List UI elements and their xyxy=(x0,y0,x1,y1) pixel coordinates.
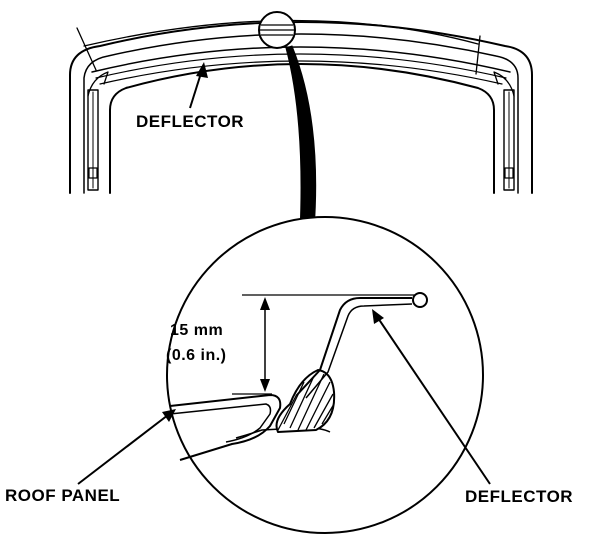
right-corner-detail xyxy=(493,71,515,97)
right-rail-clip xyxy=(504,167,514,179)
deflector-label-bottom: DEFLECTOR xyxy=(465,487,574,506)
roof-outer-outline xyxy=(69,21,533,194)
deflector-lip xyxy=(412,292,428,308)
dim-arrow-top xyxy=(260,297,270,310)
dimension-mm-label: 15 mm xyxy=(170,322,224,339)
opening-inner-edge xyxy=(109,63,495,194)
roof-inner-outline xyxy=(83,33,519,194)
deflector-arm-inner xyxy=(305,303,413,399)
roof-panel-arrow xyxy=(77,409,176,485)
deflector-line-3 xyxy=(99,60,503,85)
left-rail-clip xyxy=(88,167,98,179)
detail-leader xyxy=(285,45,317,233)
deflector-top-arrow xyxy=(189,62,208,109)
deflector-bottom-arrow xyxy=(372,309,491,485)
roof-panel-profile xyxy=(169,394,282,461)
top-dim-tick-right xyxy=(475,35,481,75)
left-rail xyxy=(87,89,99,191)
deflector-label-top: DEFLECTOR xyxy=(136,112,245,131)
deflector-line-1 xyxy=(91,46,511,73)
enlarged-section-view xyxy=(166,216,484,534)
detail-callout-circle xyxy=(258,11,296,49)
deflector-line-2 xyxy=(95,53,507,79)
deflector-seal-hatching xyxy=(277,373,335,431)
top-dim-tick-left xyxy=(76,27,97,71)
dim-arrow-bottom xyxy=(260,379,270,392)
roof-panel-inner xyxy=(169,403,272,443)
right-rail xyxy=(503,89,515,191)
roof-opening-view xyxy=(69,19,533,194)
deflector-arm xyxy=(295,297,412,397)
roof-panel-label: ROOF PANEL xyxy=(5,486,121,505)
dimension-in-label: (0.6 in.) xyxy=(166,347,227,364)
left-corner-detail xyxy=(87,71,109,97)
